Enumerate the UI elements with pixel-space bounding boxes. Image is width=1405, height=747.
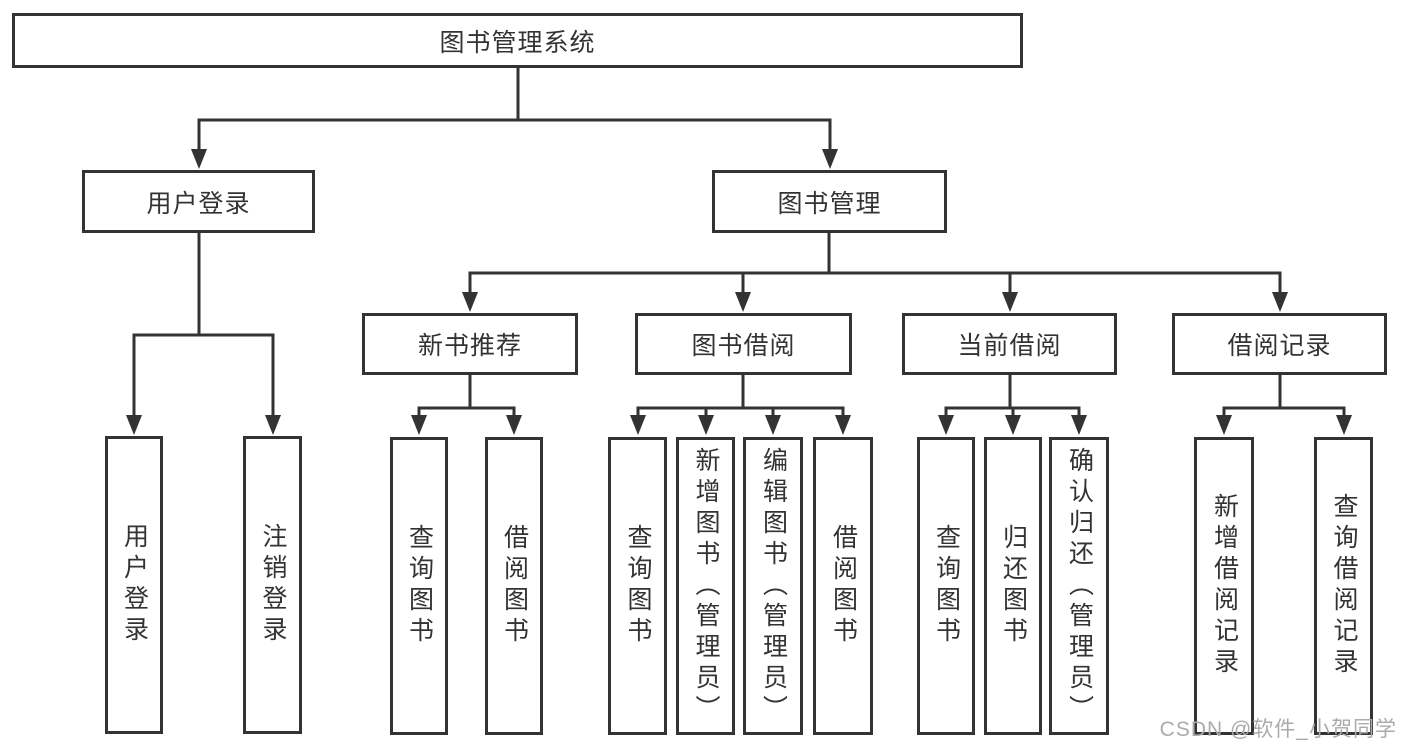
node-logout: 注销登录 xyxy=(243,436,302,734)
node-borrow-books-borrowing-label: 借阅图书 xyxy=(829,524,858,648)
node-new-book-recommend: 新书推荐 xyxy=(362,313,578,375)
node-book-management: 图书管理 xyxy=(712,170,947,233)
node-query-books-recommend: 查询图书 xyxy=(390,437,448,735)
arrowheads-currentborrow xyxy=(938,415,1087,435)
node-root: 图书管理系统 xyxy=(12,13,1023,68)
node-logout-label: 注销登录 xyxy=(259,523,287,647)
arrowheads-newbookrec xyxy=(411,415,522,435)
node-new-book-recommend-label: 新书推荐 xyxy=(417,332,522,360)
arrowheads-level2 xyxy=(191,149,838,169)
node-borrow-books-recommend-label: 借阅图书 xyxy=(500,524,529,648)
node-add-borrow-record-label: 新增借阅记录 xyxy=(1210,493,1239,679)
node-login-label: 用户登录 xyxy=(120,523,149,647)
node-root-label: 图书管理系统 xyxy=(439,28,596,57)
node-query-books-borrowing: 查询图书 xyxy=(608,437,667,735)
node-query-borrow-record-label: 查询借阅记录 xyxy=(1330,493,1358,679)
connector-root-to-level2 xyxy=(197,66,832,152)
connector-borrowrecords-children xyxy=(1222,375,1346,419)
connector-bookmgmt-to-level3 xyxy=(468,233,1282,295)
node-return-books-label: 归还图书 xyxy=(999,524,1028,648)
node-borrow-books-borrowing: 借阅图书 xyxy=(813,437,873,735)
connector-userlogin-to-children xyxy=(132,233,275,418)
arrowheads-borrowrecords xyxy=(1216,415,1352,435)
node-query-books-borrowing-label: 查询图书 xyxy=(624,524,652,648)
node-edit-books-admin: 编辑图书（管理员） xyxy=(743,437,803,735)
node-confirm-return-admin-label: 确认归还（管理员） xyxy=(1065,446,1094,726)
node-add-books-admin: 新增图书（管理员） xyxy=(676,437,735,735)
node-book-management-label: 图书管理 xyxy=(777,189,882,218)
node-borrowing-records: 借阅记录 xyxy=(1172,313,1387,375)
node-edit-books-admin-label: 编辑图书（管理员） xyxy=(759,446,788,726)
node-confirm-return-admin: 确认归还（管理员） xyxy=(1049,437,1109,735)
node-user-login-label: 用户登录 xyxy=(146,189,251,218)
node-book-borrowing-label: 图书借阅 xyxy=(691,332,796,360)
node-add-borrow-record: 新增借阅记录 xyxy=(1194,437,1254,735)
arrowheads-userlogin-children xyxy=(126,415,281,435)
node-book-borrowing: 图书借阅 xyxy=(635,313,852,375)
node-query-books-recommend-label: 查询图书 xyxy=(405,524,434,648)
csdn-watermark: CSDN @软件_小贺同学 xyxy=(1159,718,1397,741)
node-return-books: 归还图书 xyxy=(984,437,1042,735)
connector-bookborrow-children xyxy=(636,375,845,419)
node-add-books-admin-label: 新增图书（管理员） xyxy=(692,446,720,726)
connector-currentborrow-children xyxy=(944,375,1081,419)
node-borrowing-records-label: 借阅记录 xyxy=(1227,332,1332,360)
node-query-borrow-record: 查询借阅记录 xyxy=(1314,437,1373,735)
node-current-borrowing: 当前借阅 xyxy=(902,313,1117,375)
node-current-borrowing-label: 当前借阅 xyxy=(957,332,1062,360)
node-login: 用户登录 xyxy=(105,436,163,734)
node-borrow-books-recommend: 借阅图书 xyxy=(485,437,543,735)
node-query-books-current: 查询图书 xyxy=(917,437,975,735)
node-query-books-current-label: 查询图书 xyxy=(932,524,961,648)
connector-newbookrec-children xyxy=(417,375,516,419)
node-user-login: 用户登录 xyxy=(82,170,315,233)
arrowheads-bookborrow xyxy=(630,415,851,435)
arrowheads-level3 xyxy=(462,292,1288,312)
